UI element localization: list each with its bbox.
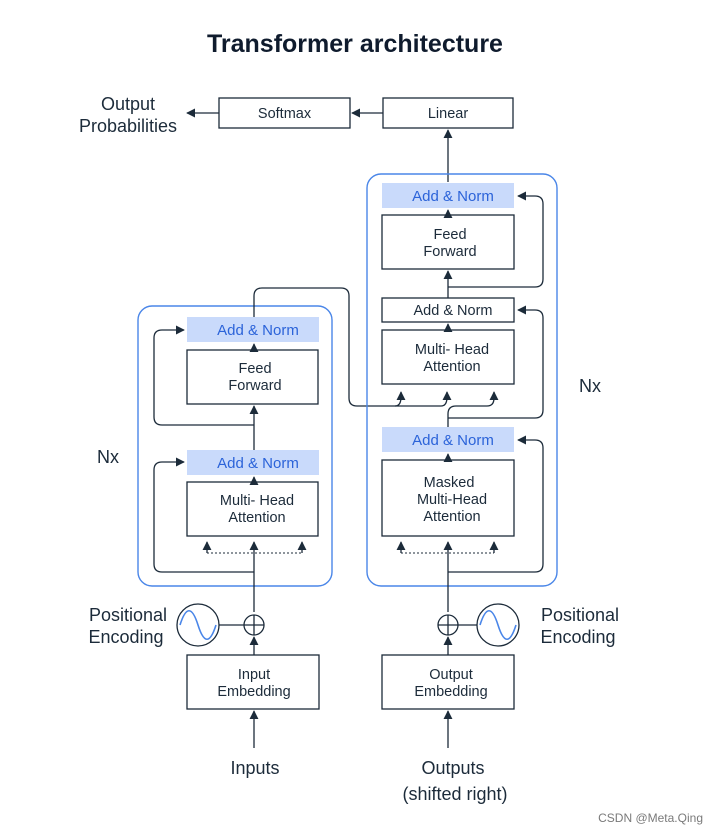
dec-residual-masked [448,435,544,573]
enc-output-arrow-k [394,391,406,407]
decoder-masked-label-3: Attention [423,509,480,525]
output-probabilities-label-2: Probabilities [79,116,177,136]
input-embedding-label-2: Embedding [217,684,290,700]
decoder-attention-label-1: Multi- Head [415,342,489,358]
enc-output-arrow-q [440,391,452,407]
encoder-add-norm-bottom [187,450,319,475]
decoder-add-norm-top [382,183,514,208]
enc-output-to-decoder [253,287,441,407]
decoder-feed-forward-block [381,214,515,270]
decoder-add-norm-middle [381,297,515,323]
decoder-attention-label-2: Attention [423,359,480,375]
encoder-feed-forward-label-2: Forward [228,378,281,394]
linear-block [382,97,514,129]
linear-label: Linear [428,106,468,122]
encoder-attention-label-2: Attention [228,510,285,526]
decoder-add-norm-middle-label: Add & Norm [414,303,493,319]
outputs-label-2: (shifted right) [402,784,507,804]
decoder-repeat-label: Nx [579,376,601,396]
page-title: Transformer architecture [207,30,503,58]
decoder-add-norm-bottom [382,427,514,452]
encoder-repeat-label: Nx [97,447,119,467]
dec-residual-attention [448,305,544,419]
encoder-add-norm-top-label: Add & Norm [217,322,299,339]
enc-residual-attention [153,457,254,573]
encoder-add-norm-bottom-label: Add & Norm [217,455,299,472]
decoder-add-norm-top-label: Add & Norm [412,188,494,205]
decoder-positional-label-1: Positional [541,605,619,625]
decoder-feed-forward-label-1: Feed [433,227,466,243]
decoder-positional-label-2: Encoding [540,627,615,647]
outputs-label-1: Outputs [421,758,484,778]
encoder-feed-forward-block [186,349,319,405]
encoder-attention-block [186,481,319,537]
watermark: CSDN @Meta.Qing [598,811,703,825]
dec-arrow-norm-to-attn-q [447,391,499,427]
output-embedding-label-2: Embedding [414,684,487,700]
enc-residual-feedforward [153,325,254,426]
encoder-sine-wave-curve [179,609,217,641]
encoder-add-norm-top [187,317,319,342]
encoder-feed-forward-label-1: Feed [238,361,271,377]
softmax-label: Softmax [258,106,312,122]
decoder-group [366,173,558,587]
encoder-group [137,305,333,587]
decoder-attention-block [381,329,515,385]
output-embedding-label-1: Output [429,667,473,683]
decoder-masked-label-1: Masked [424,475,475,491]
decoder-add-norm-bottom-label: Add & Norm [412,432,494,449]
output-probabilities-label-1: Output [101,94,155,114]
decoder-masked-label-2: Multi-Head [417,492,487,508]
decoder-feed-forward-label-2: Forward [423,244,476,260]
decoder-sine-wave-curve [479,609,517,641]
encoder-positional-label-1: Positional [89,605,167,625]
dec-residual-feedforward [448,191,544,288]
inputs-label: Inputs [230,758,279,778]
input-embedding-label-1: Input [238,667,270,683]
encoder-attention-label-1: Multi- Head [220,493,294,509]
encoder-positional-label-2: Encoding [88,627,163,647]
input-embedding-block [186,654,320,710]
decoder-masked-attention-block [381,459,515,537]
